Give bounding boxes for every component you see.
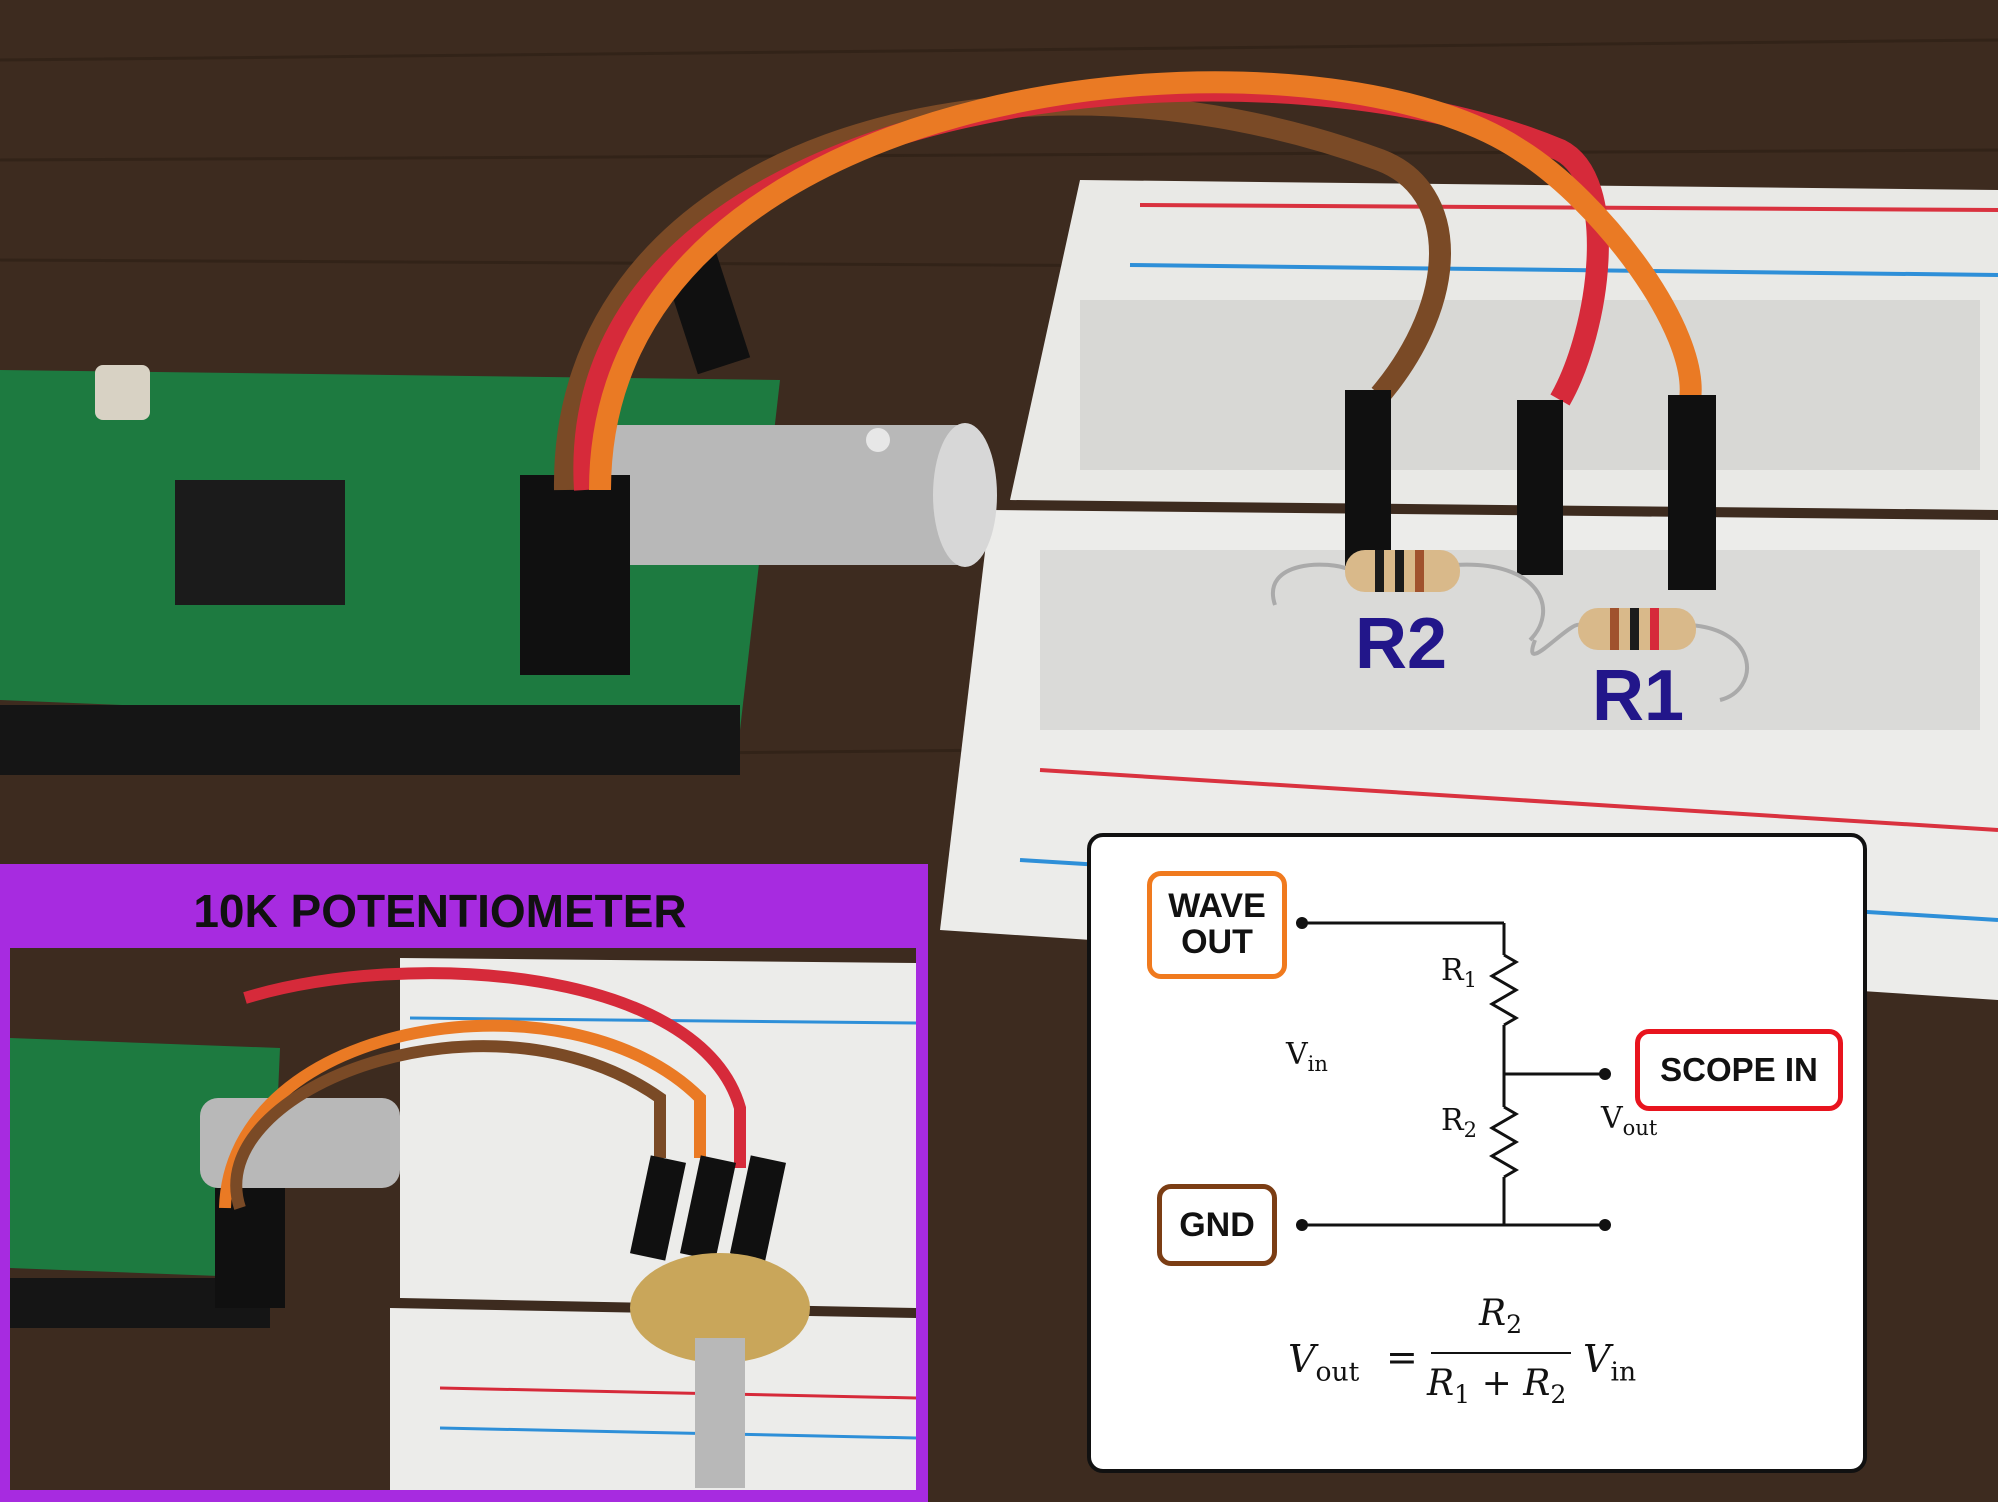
r2-symbol-label: R2 <box>1441 1103 1477 1142</box>
potentiometer-title: 10K POTENTIOMETER <box>193 885 687 937</box>
voltage-divider-schematic: WAVE OUT SCOPE IN GND R1 R2 Vin Vout Vou… <box>1087 833 1867 1473</box>
formula-equals: = <box>1386 1335 1418 1379</box>
scope-in-label: SCOPE IN <box>1635 1029 1843 1111</box>
schematic-wiring <box>1296 917 1611 1354</box>
gnd-label: GND <box>1157 1184 1277 1266</box>
formula-lhs: Vout <box>1288 1337 1360 1388</box>
formula-rhs: Vin <box>1583 1337 1637 1388</box>
formula-numerator: R2 <box>1479 1293 1523 1340</box>
label-r1: R1 <box>1592 656 1685 736</box>
label-r2: R2 <box>1355 604 1448 684</box>
bnc-connector <box>590 423 997 567</box>
potentiometer-photo <box>10 948 916 1490</box>
formula-denominator: R1 + R2 <box>1427 1363 1567 1410</box>
potentiometer-panel: 10K POTENTIOMETER <box>0 864 928 1502</box>
vout-label: Vout <box>1601 1101 1658 1140</box>
vin-label: Vin <box>1286 1037 1328 1076</box>
resistor-r1 <box>1530 608 1750 702</box>
wave-out-label: WAVE OUT <box>1147 871 1287 979</box>
resistor-r2 <box>1270 550 1546 642</box>
r1-symbol-label: R1 <box>1441 953 1477 992</box>
